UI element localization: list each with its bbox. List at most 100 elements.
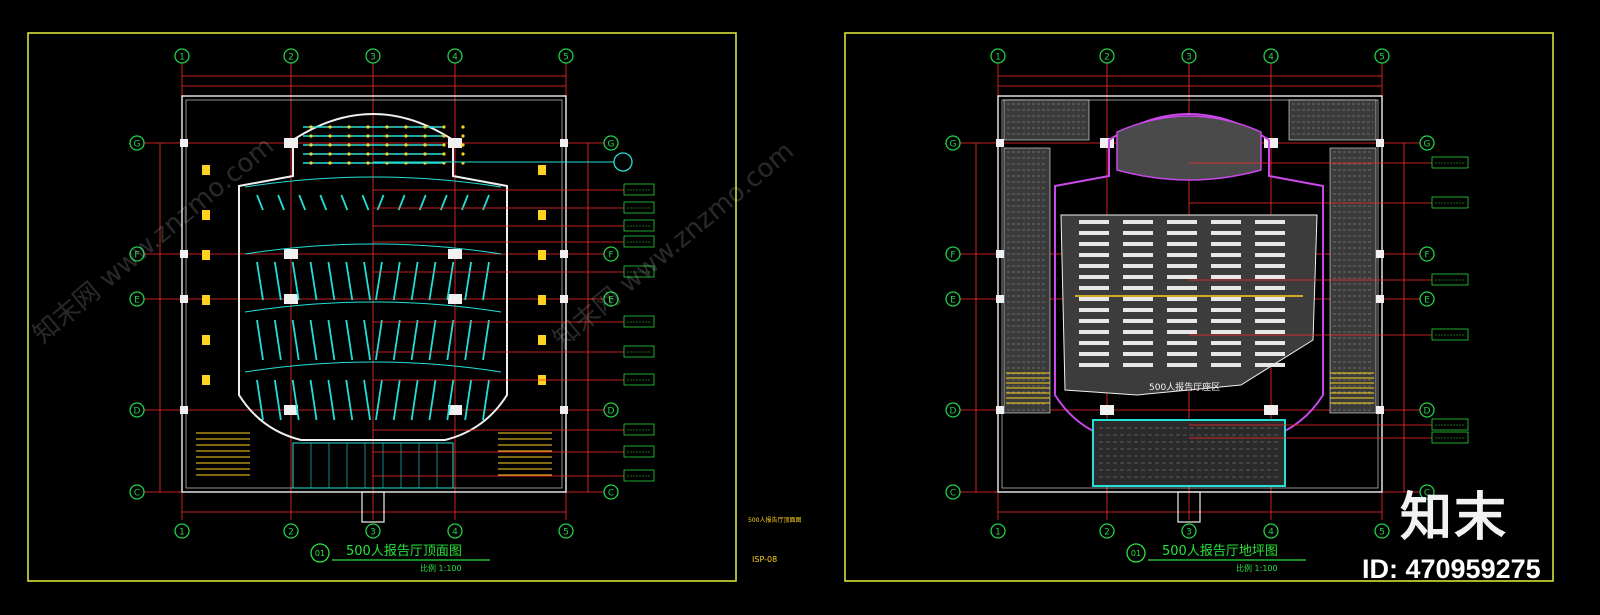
ceiling-panel [256,261,264,301]
seat-row [1211,363,1241,367]
structural-column [560,295,568,303]
ceiling-panel [363,319,371,361]
structural-column [1100,405,1114,415]
structural-column [448,294,462,304]
gridline-label: F [608,251,613,261]
gridline-label: 3 [370,53,376,63]
ceiling-panel [439,194,448,211]
gridline-label: 3 [1186,53,1192,63]
stage-floor [1116,115,1262,181]
bubble-circle [990,48,1006,64]
ceiling-panel [309,319,318,361]
seat-row [1079,308,1109,312]
bubble-circle [447,48,463,64]
bubble-circle [1374,48,1390,64]
bubble-circle [283,523,299,539]
ceiling-panel [428,379,437,421]
gridline-label: G [1424,140,1431,150]
bubble-circle [129,246,145,262]
bubble-circle [129,135,145,151]
downlight [347,152,351,156]
structural-column [448,249,462,259]
bubble-circle [1419,291,1435,307]
gridline-label: E [608,296,614,306]
downlight [385,152,389,156]
seat-row [1123,297,1153,301]
gridline-bubble-icon: 1 [990,48,1006,64]
seat-row [1211,220,1241,224]
structural-column [1376,250,1384,258]
gridline-label: 4 [1268,53,1274,63]
downlight [309,161,313,165]
ceiling-panel [361,194,370,211]
seat-row [1079,253,1109,257]
seat-row [1167,341,1197,345]
bubble-circle [1263,48,1279,64]
bubble-circle [129,484,145,500]
seat-row [1079,275,1109,279]
gridline-bubble-icon: G [603,135,619,151]
seat-row [1255,275,1285,279]
ceiling-panel [345,379,354,421]
gridline-bubble-icon: 5 [558,523,574,539]
downlight [423,125,427,129]
bubble-circle [174,48,190,64]
gridline-bubble-icon: E [603,291,619,307]
entrance-door [361,491,385,523]
ceiling-panel [392,261,401,301]
gridline-label: C [950,489,956,499]
seat-row [1255,319,1285,323]
ceiling-panel [291,261,300,301]
structural-column [560,139,568,147]
ceiling-panel [363,261,371,301]
gridline-label: 2 [288,53,294,63]
gridline-bubble-icon: 4 [447,48,463,64]
ceiling-panel [309,379,318,421]
gridline-label: E [950,296,956,306]
callout-box [1431,273,1469,286]
gridline-label: E [1424,296,1430,306]
bubble-circle [365,48,381,64]
stone-floor [1003,99,1090,141]
gridline-bubble-icon: G [945,135,961,151]
drawing-number: 01 [315,549,325,558]
structural-column [284,249,298,259]
brand-logo: 知末 [1400,488,1509,548]
bubble-circle [283,48,299,64]
gridline-label: 2 [1104,528,1110,538]
wall-light [538,335,546,345]
ceiling-panel [309,261,318,301]
seat-row [1123,319,1153,323]
bubble-circle [1419,246,1435,262]
gridline-bubble-icon: C [1419,484,1435,500]
gridline-bubble-icon: 2 [283,523,299,539]
bubble-circle [129,291,145,307]
gridline-bubble-icon: 3 [1181,523,1197,539]
gridline-bubble-icon: 2 [283,48,299,64]
downlight [366,152,370,156]
callout-box [623,345,655,358]
wall-light [538,295,546,305]
structural-column [284,138,298,148]
gridline-bubble-icon: D [945,402,961,418]
gridline-label: C [1424,489,1430,499]
sheet-side-label: 500人报告厅顶面图 [748,516,801,524]
gridline-bubble-icon: G [1419,135,1435,151]
seat-row [1167,286,1197,290]
ceiling-panel [482,319,490,361]
gridline-bubble-icon: 3 [365,48,381,64]
seat-row [1255,253,1285,257]
ceiling-panel [410,261,419,301]
gridline-bubble-icon: D [1419,402,1435,418]
callout-box [1431,418,1469,431]
gridline-label: 3 [370,528,376,538]
downlight [404,143,408,147]
downlight [404,134,408,138]
ceiling-panel [327,319,336,361]
section-marker-icon [373,152,633,172]
seat-row [1255,297,1285,301]
structural-column [1376,406,1384,414]
gridline-bubble-icon: C [945,484,961,500]
